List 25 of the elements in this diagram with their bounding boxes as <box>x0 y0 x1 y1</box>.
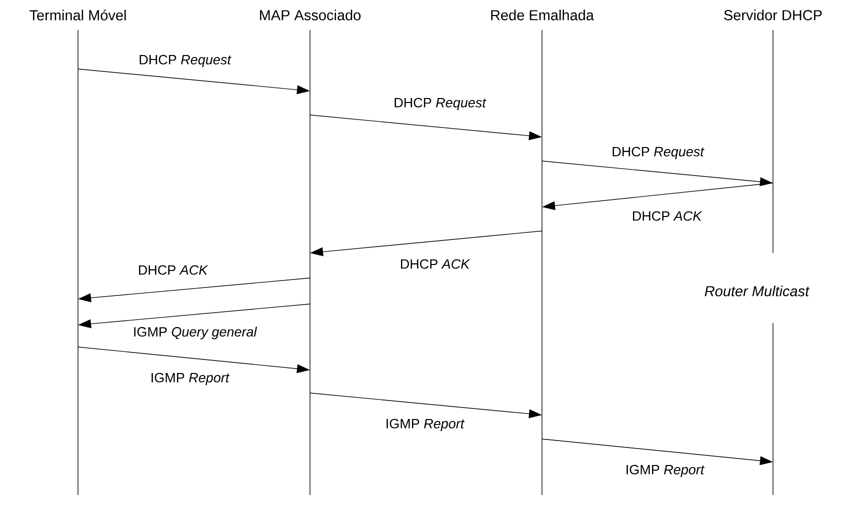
edge-label: DHCP ACK <box>136 264 210 276</box>
edge-label: DHCP Request <box>138 54 232 68</box>
edge-label: DHCP ACK <box>398 258 472 270</box>
edge-label: DHCP Request <box>392 96 488 112</box>
message-arrow <box>78 346 310 374</box>
message-arrow <box>78 304 310 328</box>
edge-label: IGMP Report <box>624 464 706 478</box>
message-arrow <box>78 68 310 94</box>
edge-label: DHCP Request <box>610 146 706 160</box>
message-arrow <box>542 438 773 466</box>
message-arrow <box>310 392 542 418</box>
participant-lifeline: Servidor DHCP <box>724 10 822 254</box>
participant-lifeline: Rede Emalhada <box>491 10 594 496</box>
edge-label: IGMP Query general <box>132 326 258 340</box>
participant-lifeline: Terminal Móvel <box>30 10 126 496</box>
participant-lifeline: MAP Associado <box>260 10 361 496</box>
edge-label: IGMP Report <box>149 372 231 386</box>
message-arrow <box>542 182 774 210</box>
message-arrow <box>542 160 773 186</box>
message-arrow <box>78 278 310 302</box>
message-arrow <box>310 230 542 256</box>
edge-label: DHCP ACK <box>630 210 704 222</box>
edge-label: IGMP Report <box>384 418 466 432</box>
participant-lifeline: Router Multicast <box>704 286 810 496</box>
message-arrow <box>310 114 542 140</box>
